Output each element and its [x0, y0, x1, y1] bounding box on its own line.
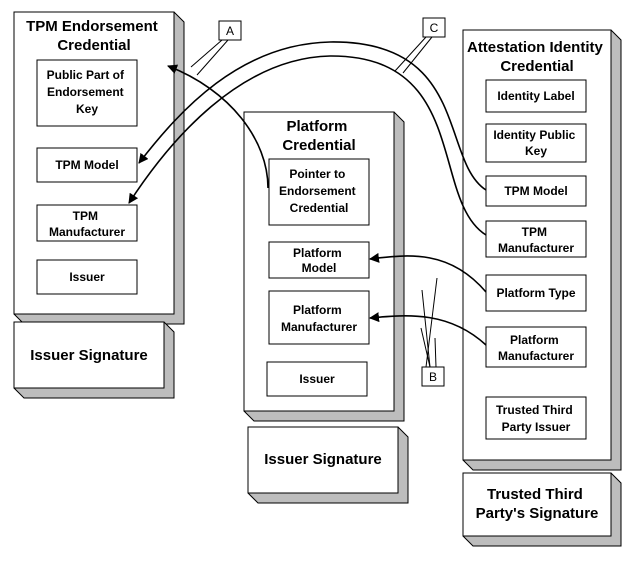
arrow-platform-manufacturer: [369, 312, 487, 346]
svg-text:Trusted Third Party's: Trusted Third Party's Signature: [476, 486, 599, 522]
svg-text:B: B: [429, 370, 437, 384]
field-aik-tpm-manufacturer: TPM Manufacturer: [485, 220, 587, 258]
field-aik-platform-manufacturer: Platform Manufacturer: [485, 326, 587, 368]
svg-text:TPM Manufacturer: TPM Manufacturer: [49, 209, 125, 239]
platform-credential-title: Platform Credential: [282, 118, 355, 154]
endorsement-credential: TPM Endorsement Credential Public Part o…: [13, 11, 185, 399]
svg-text:Pointer to Endorsement: Pointer to Endorsement Credential: [279, 167, 359, 215]
field-platform-model: Platform Model: [268, 241, 370, 279]
svg-text:Identity Public Key: Identity Public Key: [493, 128, 578, 158]
arrow-tpm-model: [138, 41, 487, 191]
svg-text:A: A: [226, 24, 234, 38]
field-platform-issuer: Issuer: [266, 361, 368, 397]
platform-credential: Platform Credential Pointer to Endorseme…: [243, 111, 409, 504]
attestation-identity-credential: Attestation Identity Credential Identity…: [462, 29, 622, 547]
ek-issuer-signature: Issuer Signature: [13, 321, 175, 399]
field-public-endorsement-key: Public Part of Endorsement Key: [36, 59, 138, 127]
field-platform-type: Platform Type: [485, 274, 587, 312]
field-platform-manufacturer: Platform Manufacturer: [268, 290, 370, 345]
svg-text:Issuer Signature: Issuer Signature: [30, 347, 148, 364]
aik-credential-title: Attestation Identity Credential: [467, 39, 607, 75]
svg-text:Platform Manufacturer: Platform Manufacturer: [498, 333, 574, 363]
arrow-pointer-to-ek: [167, 64, 269, 189]
field-pointer-to-endorsement-credential: Pointer to Endorsement Credential: [268, 158, 370, 226]
field-ek-tpm-manufacturer: TPM Manufacturer: [36, 204, 138, 242]
callout-c: C: [394, 17, 446, 74]
svg-text:Platform Model: Platform Model: [293, 246, 345, 275]
callout-a: A: [190, 20, 242, 76]
svg-text:TPM Model: TPM Model: [504, 184, 567, 198]
field-ek-tpm-model: TPM Model: [36, 147, 138, 183]
field-identity-label: Identity Label: [485, 79, 587, 113]
svg-text:Issuer: Issuer: [299, 372, 335, 386]
arrow-platform-type: [369, 252, 487, 293]
reference-arrows: [128, 41, 487, 346]
svg-text:C: C: [430, 21, 439, 35]
svg-text:Identity Label: Identity Label: [497, 89, 574, 103]
svg-text:Public Part of Endorse: Public Part of Endorsement Key: [47, 68, 128, 116]
field-ek-issuer: Issuer: [36, 259, 138, 295]
trusted-third-party-signature: Trusted Third Party's Signature: [462, 472, 622, 547]
field-identity-public-key: Identity Public Key: [485, 123, 587, 163]
platform-issuer-signature: Issuer Signature: [247, 426, 409, 504]
arrow-tpm-manufacturer: [128, 55, 487, 236]
field-trusted-third-party-issuer: Trusted Third Party Issuer: [485, 396, 587, 440]
svg-text:Platform Manufacturer: Platform Manufacturer: [281, 303, 357, 334]
svg-text:Issuer Signature: Issuer Signature: [264, 451, 382, 468]
svg-text:Trusted Third Party Is: Trusted Third Party Issuer: [496, 403, 576, 434]
svg-text:TPM Manufacturer: TPM Manufacturer: [498, 225, 574, 255]
callout-b: B: [420, 277, 445, 387]
svg-text:Platform Type: Platform Type: [496, 286, 575, 300]
svg-text:TPM Model: TPM Model: [55, 158, 118, 172]
svg-text:Issuer: Issuer: [69, 270, 105, 284]
field-aik-tpm-model: TPM Model: [485, 175, 587, 207]
endorsement-credential-title: TPM Endorsement Credential: [26, 18, 162, 54]
